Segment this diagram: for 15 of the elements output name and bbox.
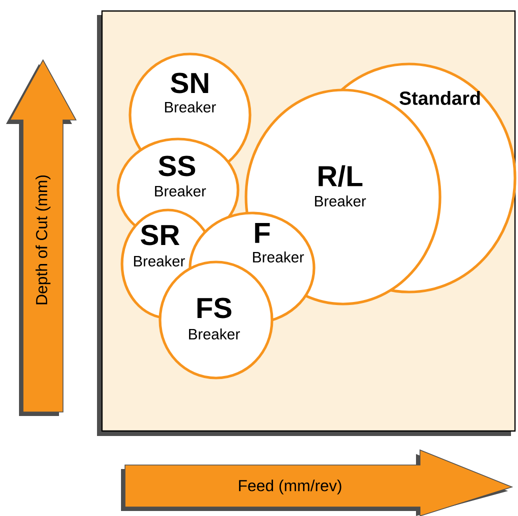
breaker-label: Breaker: [165, 102, 216, 112]
breaker-label: Breaker: [189, 328, 240, 340]
breaker-label: Breaker: [134, 256, 185, 266]
grade-label: F: [255, 223, 270, 243]
breaker-label: Breaker: [155, 186, 206, 196]
grade-label: FS: [197, 298, 232, 318]
grade-label: SN: [170, 72, 208, 94]
grade-label: SS: [158, 156, 196, 176]
grade-label: R/L: [318, 165, 362, 187]
breaker-label: Breaker: [315, 196, 366, 206]
axis-title: Depth of Cut (mm): [36, 175, 50, 304]
breaker-label: Breaker: [253, 252, 304, 262]
grade-label: SR: [140, 224, 180, 246]
axis-title: Feed (mm/rev): [239, 480, 342, 494]
grade-label: Standard: [400, 91, 480, 105]
